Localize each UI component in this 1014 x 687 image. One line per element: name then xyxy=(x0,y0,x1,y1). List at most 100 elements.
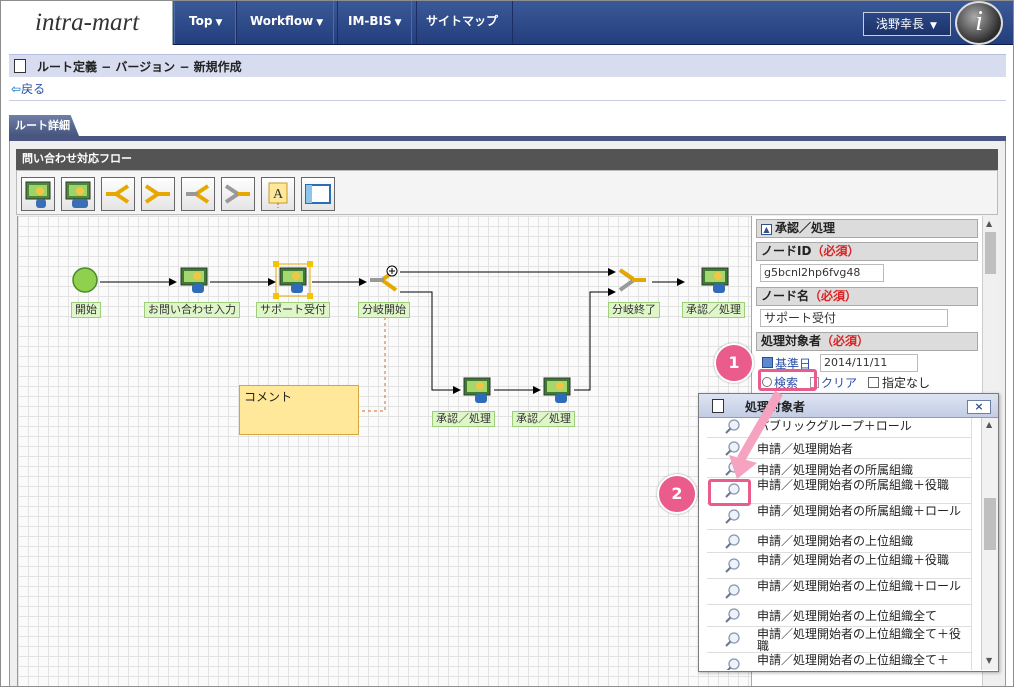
close-button[interactable]: × xyxy=(967,400,991,414)
add-comment-button[interactable]: A xyxy=(261,177,295,211)
svg-text:A: A xyxy=(273,187,284,202)
avatar[interactable]: i xyxy=(955,1,1003,45)
dialog-header: 処理対象者 × xyxy=(699,394,998,418)
required-mark: （必須） xyxy=(821,334,870,348)
list-item-label: 申請／処理開始者の所属組織＋ロール xyxy=(757,504,962,518)
add-node-button[interactable] xyxy=(21,177,55,211)
scroll-down-icon: ▼ xyxy=(986,656,993,665)
magnifier-icon[interactable] xyxy=(725,509,741,525)
scroll-thumb[interactable] xyxy=(984,498,996,550)
monitor-user-icon[interactable] xyxy=(700,266,730,294)
text-annotation-icon: A xyxy=(268,182,288,208)
parallel-start-icon xyxy=(186,184,210,204)
flow-canvas[interactable]: 開始 お問い合わせ入力 サポート受付 分岐開始 分岐終了 承認／処理 承認／処理… xyxy=(17,216,751,686)
tab-route-detail[interactable]: ルート詳細 xyxy=(9,115,79,136)
base-date-input[interactable]: 2014/11/11 xyxy=(820,354,918,372)
user-name: 浅野幸長 xyxy=(876,17,925,31)
list-item[interactable]: 申請／処理開始者の上位組織 xyxy=(707,530,971,553)
nav-imbis[interactable]: IM-BIS▼ xyxy=(333,1,417,44)
branch-end-icon[interactable] xyxy=(618,266,648,294)
flow-connectors xyxy=(100,268,685,412)
monitor-user-icon[interactable] xyxy=(542,376,572,404)
arrow-left-icon: ⇦ xyxy=(11,82,22,96)
page-title: ルート定義 − バージョン − 新規作成 xyxy=(37,60,242,74)
add-frame-button[interactable] xyxy=(301,177,335,211)
nav-imbis-label: IM-BIS xyxy=(348,14,392,28)
list-item[interactable]: 申請／処理開始者 xyxy=(707,438,971,459)
required-mark: （必須） xyxy=(809,289,858,303)
magnifier-icon[interactable] xyxy=(725,658,741,670)
magnifier-icon[interactable] xyxy=(725,608,741,624)
magnifier-icon[interactable] xyxy=(725,533,741,550)
node-name-input[interactable]: サポート受付 xyxy=(760,309,948,327)
nav-sitemap[interactable]: サイトマップ xyxy=(411,1,514,44)
monitor-user-icon-selected[interactable] xyxy=(273,261,313,299)
highlight-item xyxy=(708,479,751,506)
collapse-icon: ▲ xyxy=(761,224,772,235)
back-label: 戻る xyxy=(21,82,46,96)
caret-down-icon: ▼ xyxy=(394,18,402,28)
logo[interactable]: intra-mart xyxy=(1,1,173,45)
add-node-alt-button[interactable] xyxy=(61,177,95,211)
comment-box[interactable]: コメント xyxy=(239,385,359,435)
magnifier-icon[interactable] xyxy=(725,483,741,499)
list-item[interactable]: 申請／処理開始者の上位組織全て xyxy=(707,605,971,627)
parallel-end-button[interactable] xyxy=(221,177,255,211)
start-node[interactable] xyxy=(70,266,100,294)
section-title: 承認／処理 xyxy=(775,221,836,235)
nav-top-label: Top xyxy=(189,14,213,28)
back-link[interactable]: ⇦戻る xyxy=(11,80,45,97)
node-label: 分岐開始 xyxy=(358,302,410,318)
list-item-label: 申請／処理開始者の上位組織全て＋ xyxy=(757,653,950,667)
scroll-thumb[interactable] xyxy=(985,232,996,274)
monitor-user-icon[interactable] xyxy=(462,376,492,404)
clear-link[interactable]: クリア xyxy=(810,374,857,391)
list-item[interactable]: 申請／処理開始者の上位組織＋役職 xyxy=(707,553,971,579)
field-header: ノードID（必須） xyxy=(756,242,978,261)
magnifier-icon[interactable] xyxy=(725,558,741,574)
magnifier-icon[interactable] xyxy=(725,632,741,648)
dialog-scrollbar[interactable]: ▲ ▼ xyxy=(981,418,998,670)
branch-start-icon[interactable] xyxy=(368,265,398,294)
target-label: 処理対象者 xyxy=(761,334,822,348)
parallel-start-button[interactable] xyxy=(181,177,215,211)
monitor-user-icon[interactable] xyxy=(179,266,209,294)
checkbox[interactable] xyxy=(868,377,879,388)
list-item-label: 申請／処理開始者の上位組織全て xyxy=(757,609,938,623)
node-id-label: ノードID xyxy=(761,244,812,258)
clear-label: クリア xyxy=(821,376,858,390)
caret-down-icon: ▼ xyxy=(930,21,937,31)
callout-2: 2 xyxy=(657,474,697,514)
search-icon xyxy=(762,377,772,387)
list-item[interactable]: 申請／処理開始者の所属組織＋ロール xyxy=(707,504,971,530)
list-item-label: 申請／処理開始者の上位組織＋ロール xyxy=(757,579,962,593)
list-item[interactable]: 申請／処理開始者の上位組織全て＋ xyxy=(707,653,971,670)
list-item[interactable]: 申請／処理開始者の上位組織＋ロール xyxy=(707,579,971,605)
magnifier-icon[interactable] xyxy=(725,440,741,457)
node-label: 承認／処理 xyxy=(682,302,745,318)
list-item[interactable]: 申請／処理開始者の所属組織＋役職 xyxy=(707,478,971,504)
user-menu[interactable]: 浅野幸長 ▼ xyxy=(863,12,951,36)
magnifier-icon[interactable] xyxy=(725,418,741,435)
list-item[interactable]: 申請／処理開始者の上位組織全て＋役職 xyxy=(707,627,971,653)
list-item-label: 申請／処理開始者の上位組織全て＋役職 xyxy=(757,627,962,653)
none-option[interactable]: 指定なし xyxy=(868,374,930,391)
list-item[interactable]: パブリックグループ＋ロール xyxy=(707,418,971,438)
target-list: パブリックグループ＋ロール申請／処理開始者申請／処理開始者の所属組織申請／処理開… xyxy=(707,418,972,670)
magnifier-icon[interactable] xyxy=(725,584,741,600)
window-icon xyxy=(305,184,331,204)
branch-start-icon xyxy=(106,184,130,204)
branch-start-button[interactable] xyxy=(101,177,135,211)
list-item-label: 申請／処理開始者の所属組織＋役職 xyxy=(757,478,950,492)
nav-top[interactable]: Top▼ xyxy=(174,1,238,44)
node-id-input[interactable]: g5bcnl2hp6fvg48 xyxy=(760,264,884,282)
scroll-up-icon: ▲ xyxy=(986,219,993,228)
node-label: 承認／処理 xyxy=(512,411,575,427)
search-link[interactable]: 検索 xyxy=(762,374,798,391)
node-label: 開始 xyxy=(71,302,101,318)
branch-end-button[interactable] xyxy=(141,177,175,211)
section-header[interactable]: ▲承認／処理 xyxy=(756,219,978,238)
node-label: お問い合わせ入力 xyxy=(144,302,240,318)
nav-workflow[interactable]: Workflow▼ xyxy=(235,1,339,44)
field-header: ノード名（必須） xyxy=(756,287,978,306)
